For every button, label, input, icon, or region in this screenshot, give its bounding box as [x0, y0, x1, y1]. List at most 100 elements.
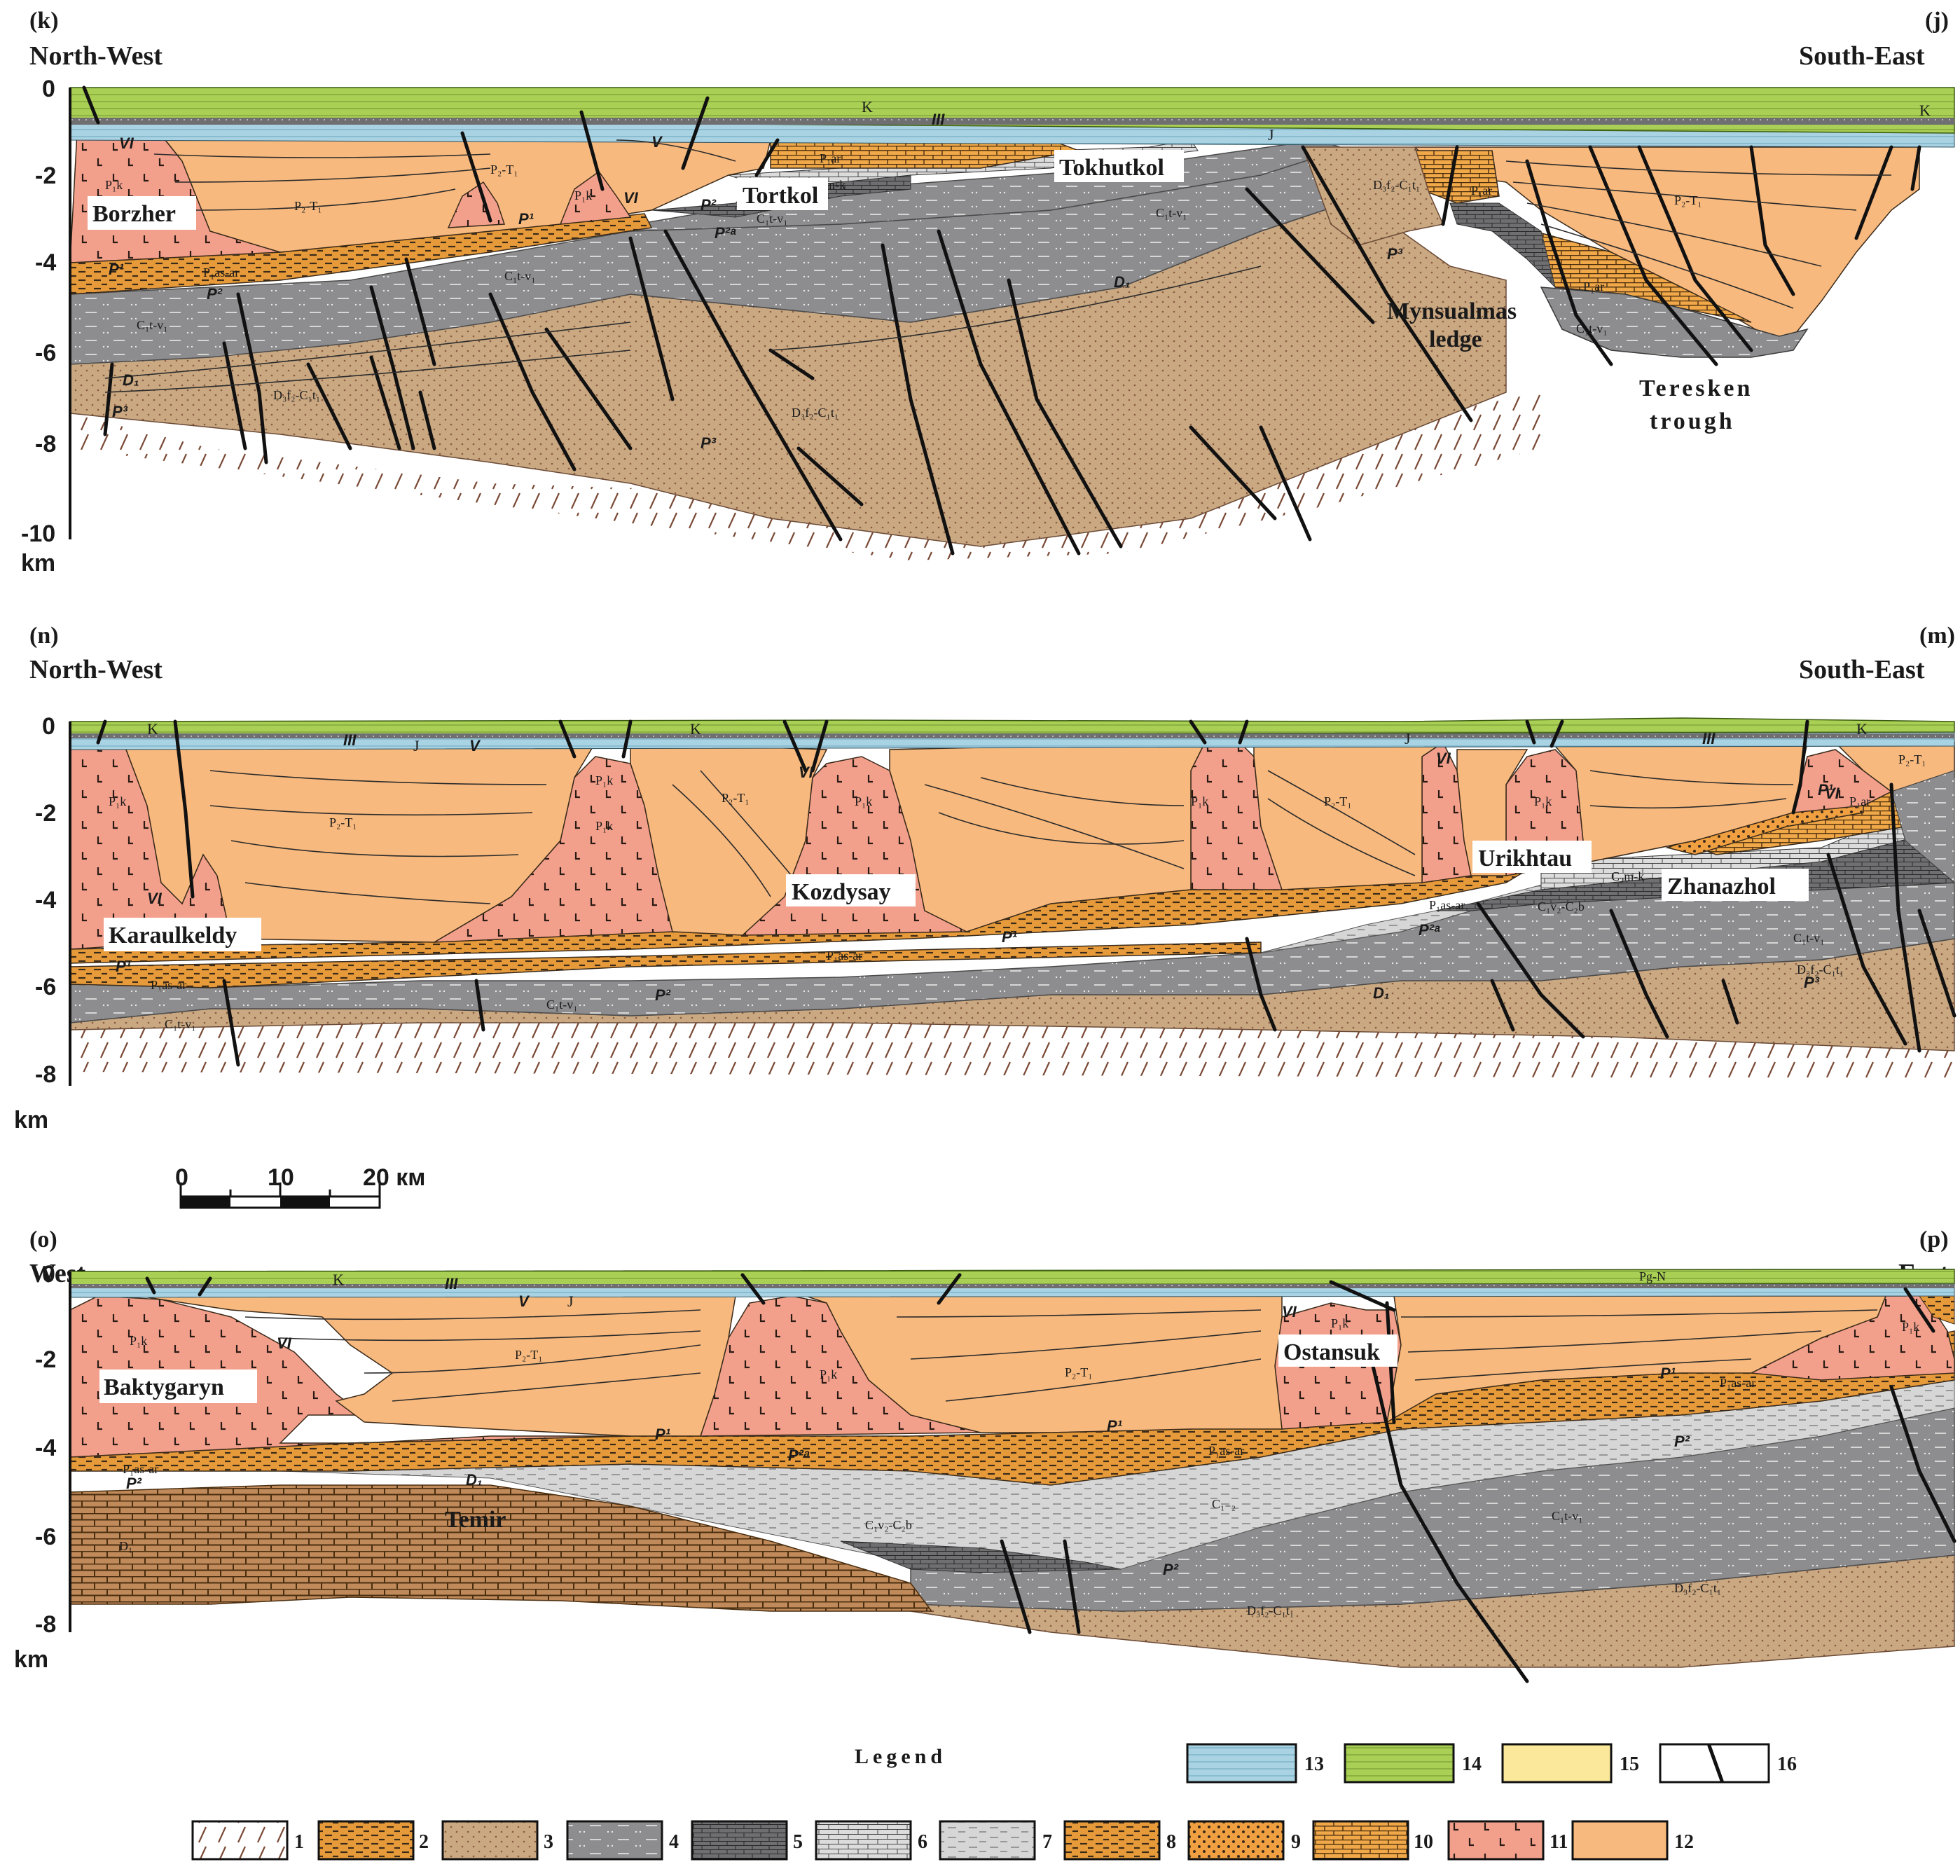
- right-letter: (p): [1919, 1227, 1949, 1253]
- layer-label: III: [445, 1275, 458, 1292]
- layer-label: P₁k: [574, 188, 592, 202]
- salt-dome-2: [559, 170, 632, 225]
- left-letter: (k): [29, 8, 59, 34]
- tick: -2: [35, 163, 56, 189]
- legend-number: 1: [294, 1831, 304, 1853]
- place-names-nm: Karaulkeldy Kozdysay Urikhtau Zhanazhol: [104, 841, 1809, 951]
- tick: -8: [35, 1611, 56, 1638]
- layer-label: P³: [112, 403, 128, 420]
- layer-label: C₁v₂-C₂b: [865, 1518, 912, 1532]
- labels-nm: K III J V K J III K P₁k P₂-T₁ P₁k P₂-T₁ …: [109, 720, 1926, 1031]
- dark-brick-wedge: [840, 1540, 1122, 1573]
- legend-number: 8: [1166, 1831, 1176, 1853]
- layer-label: D₁: [1373, 984, 1390, 1002]
- legend-number: 13: [1304, 1753, 1324, 1775]
- layer-label: D₁: [1114, 273, 1131, 291]
- layer-label: P¹: [1818, 781, 1834, 799]
- layer-label: P¹: [1107, 1417, 1123, 1435]
- legend-number: 15: [1620, 1753, 1639, 1775]
- layer-label: VI: [1436, 750, 1451, 767]
- layer-label: P₂-T₁: [1674, 193, 1702, 207]
- layer-label: VI: [1282, 1303, 1297, 1320]
- place-name: Mynsualmas: [1387, 298, 1517, 324]
- layer-label: C₁t-v₁: [1552, 1509, 1583, 1523]
- place-name: Urikhtau: [1478, 846, 1572, 871]
- layer-label: K: [690, 720, 701, 738]
- layer-label: C₁t-v₁: [137, 318, 168, 332]
- place-name: Teresken: [1639, 375, 1753, 401]
- place-name: Tokhutkol: [1059, 155, 1164, 181]
- layer-label: J: [567, 1292, 574, 1310]
- layer-label: C₁₋₂: [1212, 1497, 1236, 1511]
- layer-label: K: [1856, 720, 1868, 738]
- legend-number: 12: [1674, 1831, 1694, 1853]
- labels-kj: K III J V VI VI P₁k P₂-T₁ P₂-T₁ P₁k P₁ar…: [105, 98, 1931, 452]
- layer-label: P₁as-ar: [151, 978, 186, 992]
- right-letter: (j): [1925, 8, 1949, 34]
- layer-label: P₂-T₁: [1324, 794, 1352, 808]
- layer-label: P₁ar: [1583, 280, 1604, 294]
- layer-label: P²: [207, 285, 223, 303]
- bedding-op: [244, 1309, 1878, 1402]
- bedding-nm: [209, 770, 1794, 904]
- faults-nm: [96, 719, 1956, 1067]
- legend-number: 6: [918, 1831, 927, 1853]
- layer-label: V: [651, 133, 663, 151]
- layer-label: VI: [623, 189, 639, 207]
- dark-band: [70, 1284, 1954, 1288]
- layer-label: P₁k: [855, 794, 872, 808]
- layer-label: P₁k: [1534, 794, 1552, 808]
- layer-label: D₃f₂-C₁t₁: [1247, 1603, 1294, 1618]
- place-name: trough: [1650, 408, 1735, 434]
- legend-number: 16: [1777, 1753, 1797, 1775]
- layer-label: V: [518, 1292, 530, 1310]
- layer-label: P²: [1674, 1433, 1690, 1450]
- unit: km: [21, 550, 55, 577]
- layer-label: P₁as-ar: [827, 949, 862, 963]
- faults-kj: [82, 85, 1921, 556]
- tick: -4: [35, 249, 56, 276]
- layer-label: P¹: [655, 1426, 671, 1443]
- layer-label: P₁k: [1191, 794, 1208, 808]
- place-name: Zhanazhol: [1667, 874, 1776, 899]
- layer-label: P₁k: [1331, 1316, 1348, 1330]
- layer-label: D₁: [466, 1471, 483, 1489]
- basement-hatch: [70, 392, 1541, 560]
- tick: -4: [35, 1435, 56, 1461]
- layer-label: D₃f₂-C₁t₁: [792, 406, 838, 420]
- layer-label: C₁t-v₁: [757, 212, 788, 226]
- layer-label: P¹: [518, 210, 534, 228]
- place-name: Ostansuk: [1283, 1339, 1380, 1365]
- peach-3: [889, 742, 1206, 932]
- unit: km: [14, 1646, 48, 1673]
- left-direction: North-West: [29, 655, 163, 684]
- legend: Legend 13 14 15 16 1 2 3 4 5 6 7 8 9 10 …: [191, 1743, 1797, 1861]
- unit: km: [14, 1107, 48, 1133]
- layer-label: C₁t-v₁: [1793, 931, 1825, 945]
- tick: 0: [42, 1261, 55, 1288]
- layer-label: P³: [1387, 245, 1403, 263]
- layer-label: P¹: [109, 261, 125, 278]
- legend-number: 7: [1042, 1831, 1052, 1853]
- layer-label: P₁k: [105, 178, 123, 192]
- layer-label: VI: [277, 1334, 292, 1352]
- layer-label: VI: [799, 764, 814, 781]
- peach-2: [805, 1295, 1283, 1433]
- layer-label: P₁as-ar: [1720, 1376, 1755, 1390]
- layer-label: D₃f₂-C₁t₁: [1373, 178, 1420, 192]
- layer-label: P₁as-ar: [203, 265, 239, 280]
- layer-label: P₁ar: [820, 151, 841, 165]
- layer-label: C₁t-v₁: [504, 269, 536, 283]
- dark-brick-right: [1449, 202, 1556, 289]
- tick: -6: [35, 1524, 56, 1550]
- labels-op: K III V J Pg-N P₁k P₂-T₁ P₁k P₂-T₁ P₁k P…: [119, 1269, 1919, 1618]
- layer-label: P²: [126, 1475, 142, 1492]
- layer-label: D₃f₂-C₁t₁: [1797, 963, 1844, 977]
- peach-1: [139, 1295, 736, 1437]
- layer-label: P₂-T₁: [294, 199, 322, 213]
- scale-bar: 0 10 20 км: [175, 1164, 425, 1209]
- dark-band: [70, 118, 1954, 125]
- tick: -2: [35, 800, 56, 827]
- place-names-op: Baktygaryn Ostansuk Temir: [99, 1334, 1397, 1533]
